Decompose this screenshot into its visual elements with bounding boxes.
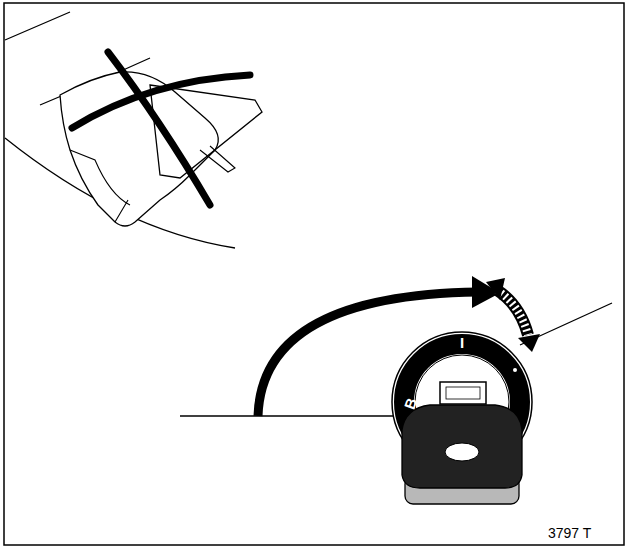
shoe-sole (70, 150, 130, 222)
figure-number: 3797 T (548, 526, 591, 540)
pedal-arm (200, 146, 235, 172)
cross-stroke (108, 52, 210, 205)
key-hole (445, 443, 479, 461)
arrow-head (518, 334, 540, 352)
key-position: I (460, 335, 464, 350)
base-line (180, 415, 400, 416)
frame (4, 3, 624, 545)
position-mark (513, 368, 517, 372)
key-blade (440, 382, 486, 404)
key-head (402, 405, 522, 488)
cross-stroke (72, 75, 250, 128)
key-blade (446, 387, 480, 399)
arrow-head (486, 278, 505, 300)
start-arrow-hatch (497, 290, 528, 335)
start-arrow (497, 290, 528, 335)
